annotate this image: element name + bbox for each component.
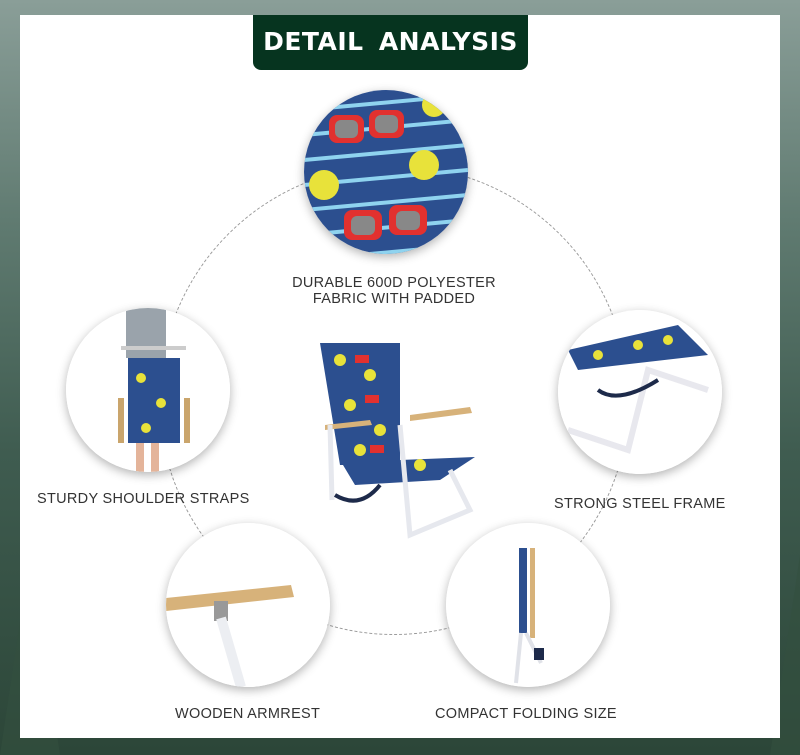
feature-label-fabric: DURABLE 600D POLYESTER FABRIC WITH PADDE… (289, 275, 499, 307)
beach-chair-image (310, 335, 480, 545)
page-title: DETAIL ANALYSIS (253, 15, 528, 70)
feature-label-armrest: WOODEN ARMREST (175, 706, 321, 722)
wooden-armrest-image (166, 523, 330, 687)
fabric-label-line2: FABRIC WITH PADDED (312, 291, 476, 307)
feature-label-folding: COMPACT FOLDING SIZE (435, 706, 617, 722)
shoulder-strap-image (66, 308, 230, 472)
feature-label-straps: STURDY SHOULDER STRAPS (37, 491, 250, 507)
steel-frame-image (558, 310, 722, 474)
feature-label-frame: STRONG STEEL FRAME (554, 496, 726, 512)
fabric-closeup-image (304, 90, 468, 254)
fabric-label-line1: DURABLE 600D POLYESTER (292, 275, 496, 291)
folded-chair-image (446, 523, 610, 687)
